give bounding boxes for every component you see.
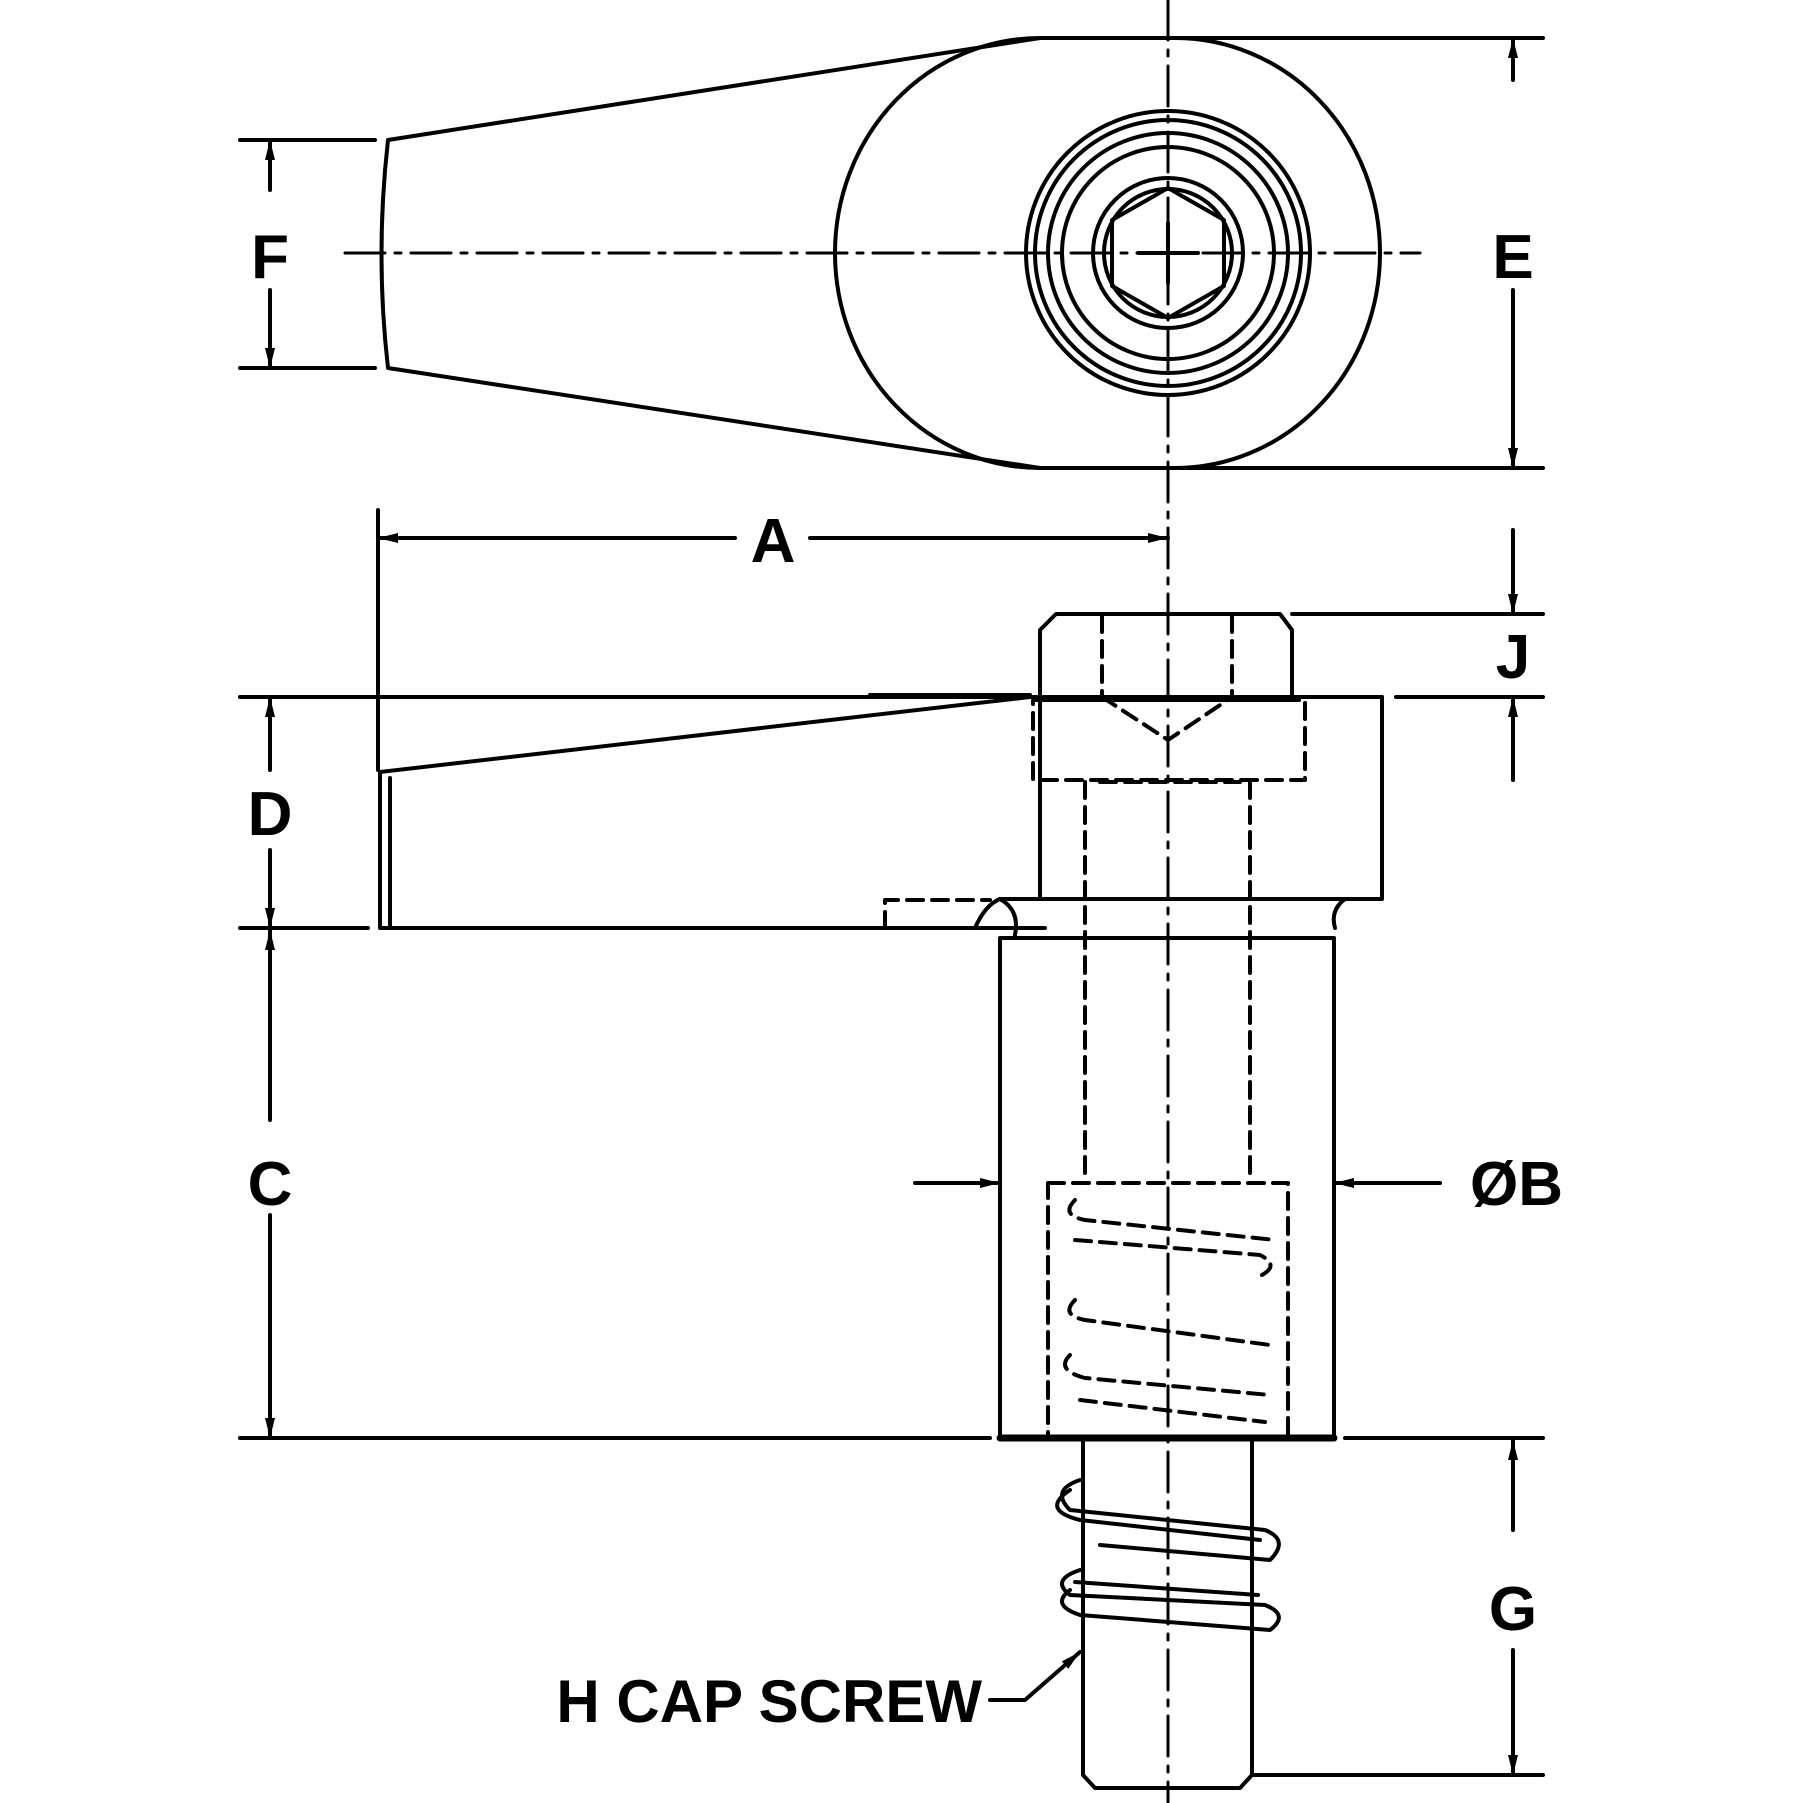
clamp-arm-outline	[378, 695, 1032, 774]
dimension-lines	[238, 36, 1545, 1777]
dimension-label-b: ØB	[1470, 1150, 1563, 1219]
dimension-label-f: F	[251, 223, 289, 292]
cap-screw-head	[1038, 612, 1294, 699]
dimension-label-e: E	[1492, 223, 1533, 292]
centerlines	[343, 0, 1422, 1803]
dimension-label-a: A	[751, 507, 796, 576]
hidden-lines	[883, 614, 1307, 1440]
side-view	[238, 612, 1384, 1790]
clamp-boss	[1038, 695, 1384, 901]
cap-screw-shank	[1081, 1436, 1254, 1790]
spring	[1055, 1478, 1281, 1632]
dimension-label-g: G	[1489, 1575, 1537, 1644]
dimension-label-d: D	[248, 780, 293, 849]
cap-screw-callout: H CAP SCREW	[556, 1668, 982, 1735]
dimension-label-c: C	[248, 1150, 293, 1219]
dimension-label-j: J	[1496, 623, 1530, 692]
